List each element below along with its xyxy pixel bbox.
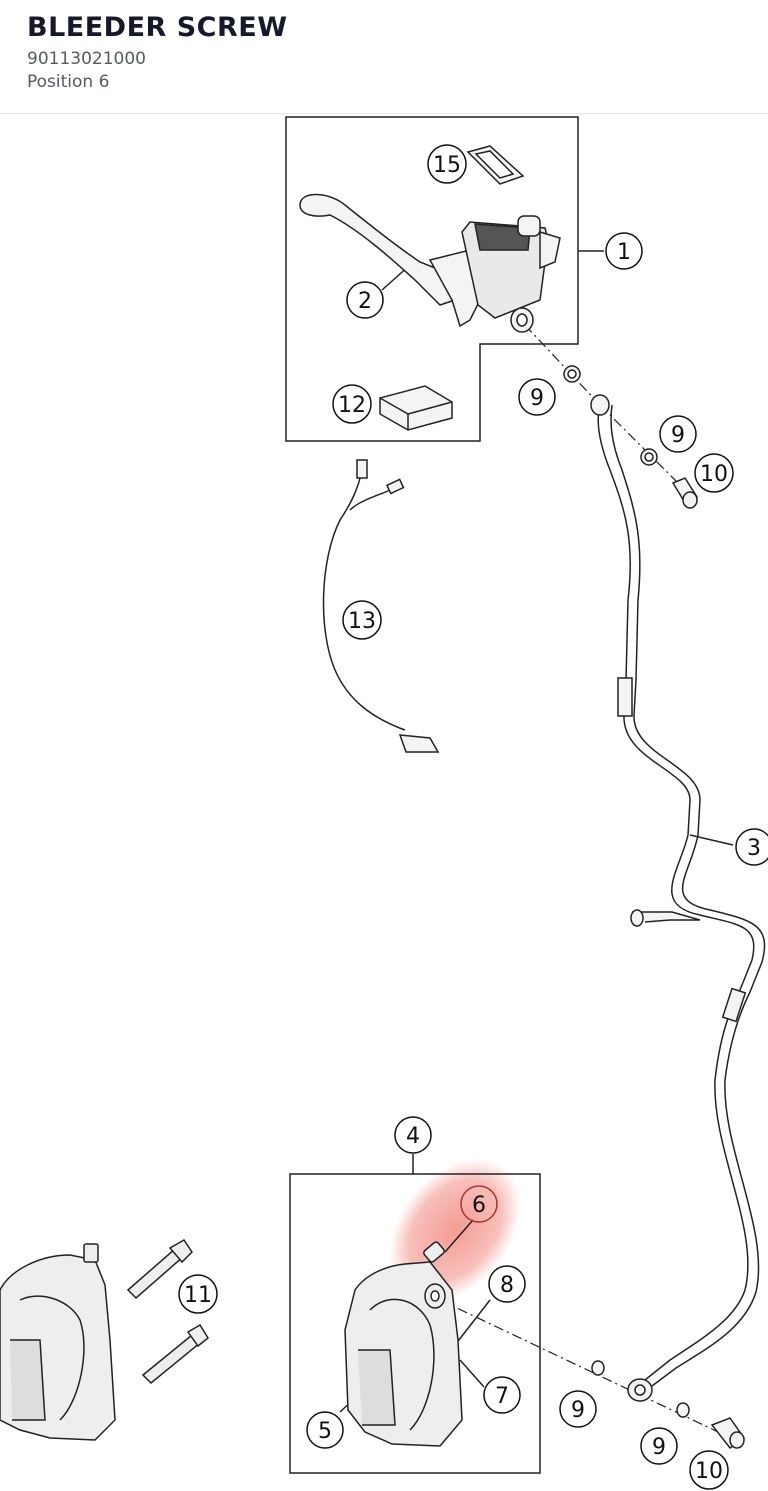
- callout-label: 5: [318, 1419, 332, 1444]
- callout-label: 6: [472, 1193, 486, 1218]
- callout-c6[interactable]: 6: [460, 1185, 498, 1223]
- callout-c12[interactable]: 12: [332, 384, 372, 424]
- callout-c3[interactable]: 3: [735, 828, 768, 866]
- front-brake-caliper: [344, 1241, 746, 1450]
- callout-circle: [518, 378, 556, 416]
- brake-light-switch: [379, 385, 453, 431]
- callout-label: 1: [617, 240, 631, 265]
- sensor-cable: [322, 459, 440, 753]
- callout-label: 3: [747, 836, 761, 861]
- callout-circle: [605, 232, 643, 270]
- callout-circle: [460, 1185, 498, 1223]
- callout-label: 10: [695, 1459, 723, 1484]
- callout-circle: [659, 415, 697, 453]
- part-number: 90113021000: [27, 49, 146, 69]
- callout-c7[interactable]: 7: [483, 1376, 521, 1414]
- callout-label: 10: [700, 462, 728, 487]
- callout-label: 11: [184, 1283, 212, 1308]
- brake-lever-master-cylinder: [299, 193, 561, 333]
- callout-c10a[interactable]: 10: [694, 453, 734, 493]
- callout-circle: [332, 384, 372, 424]
- callout-c10b[interactable]: 10: [689, 1450, 729, 1490]
- callout-label: 2: [358, 289, 372, 314]
- callout-label: 13: [348, 609, 376, 634]
- part-position: Position 6: [27, 72, 110, 92]
- axis-lines: [439, 324, 736, 1441]
- callout-label: 9: [671, 423, 685, 448]
- callout-circle: [178, 1274, 218, 1314]
- callout-circle: [488, 1265, 526, 1303]
- callout-label: 9: [652, 1435, 666, 1460]
- reservoir-cover: [466, 145, 525, 185]
- caliper-group-box: [289, 1173, 541, 1474]
- upper-fittings: [563, 365, 698, 509]
- callout-circle: [689, 1450, 729, 1490]
- callout-c4[interactable]: 4: [394, 1116, 432, 1154]
- part-header: BLEEDER SCREW 90113021000 Position 6: [0, 0, 768, 114]
- callout-circle: [346, 281, 384, 319]
- brake-line: [590, 394, 766, 1402]
- callout-c5[interactable]: 5: [306, 1411, 344, 1449]
- callout-c1[interactable]: 1: [605, 232, 643, 270]
- callout-label: 12: [338, 393, 366, 418]
- callout-c15[interactable]: 15: [427, 144, 467, 184]
- callout-label: 8: [500, 1273, 514, 1298]
- callout-circle: [640, 1427, 678, 1465]
- callout-c9a[interactable]: 9: [518, 378, 556, 416]
- callout-c9c[interactable]: 9: [559, 1390, 597, 1428]
- callout-label: 7: [495, 1384, 509, 1409]
- callout-circle: [483, 1376, 521, 1414]
- callout-circle: [427, 144, 467, 184]
- callout-c8[interactable]: 8: [488, 1265, 526, 1303]
- callout-c13[interactable]: 13: [342, 600, 382, 640]
- spare-brake-caliper: [0, 1239, 209, 1441]
- callout-label: 9: [530, 386, 544, 411]
- callout-c2[interactable]: 2: [346, 281, 384, 319]
- callout-c11[interactable]: 11: [178, 1274, 218, 1314]
- callout-circle: [394, 1116, 432, 1154]
- callout-circle: [735, 828, 768, 866]
- callout-label: 9: [571, 1398, 585, 1423]
- callout-c9d[interactable]: 9: [640, 1427, 678, 1465]
- part-title: BLEEDER SCREW: [27, 12, 288, 43]
- callout-circle: [559, 1390, 597, 1428]
- callout-label: 15: [433, 153, 461, 178]
- callout-c9b[interactable]: 9: [659, 415, 697, 453]
- callout-label: 4: [406, 1124, 420, 1149]
- callout-circle: [694, 453, 734, 493]
- callout-circle: [342, 600, 382, 640]
- callout-circle: [306, 1411, 344, 1449]
- master-cylinder-group-box: [285, 116, 579, 442]
